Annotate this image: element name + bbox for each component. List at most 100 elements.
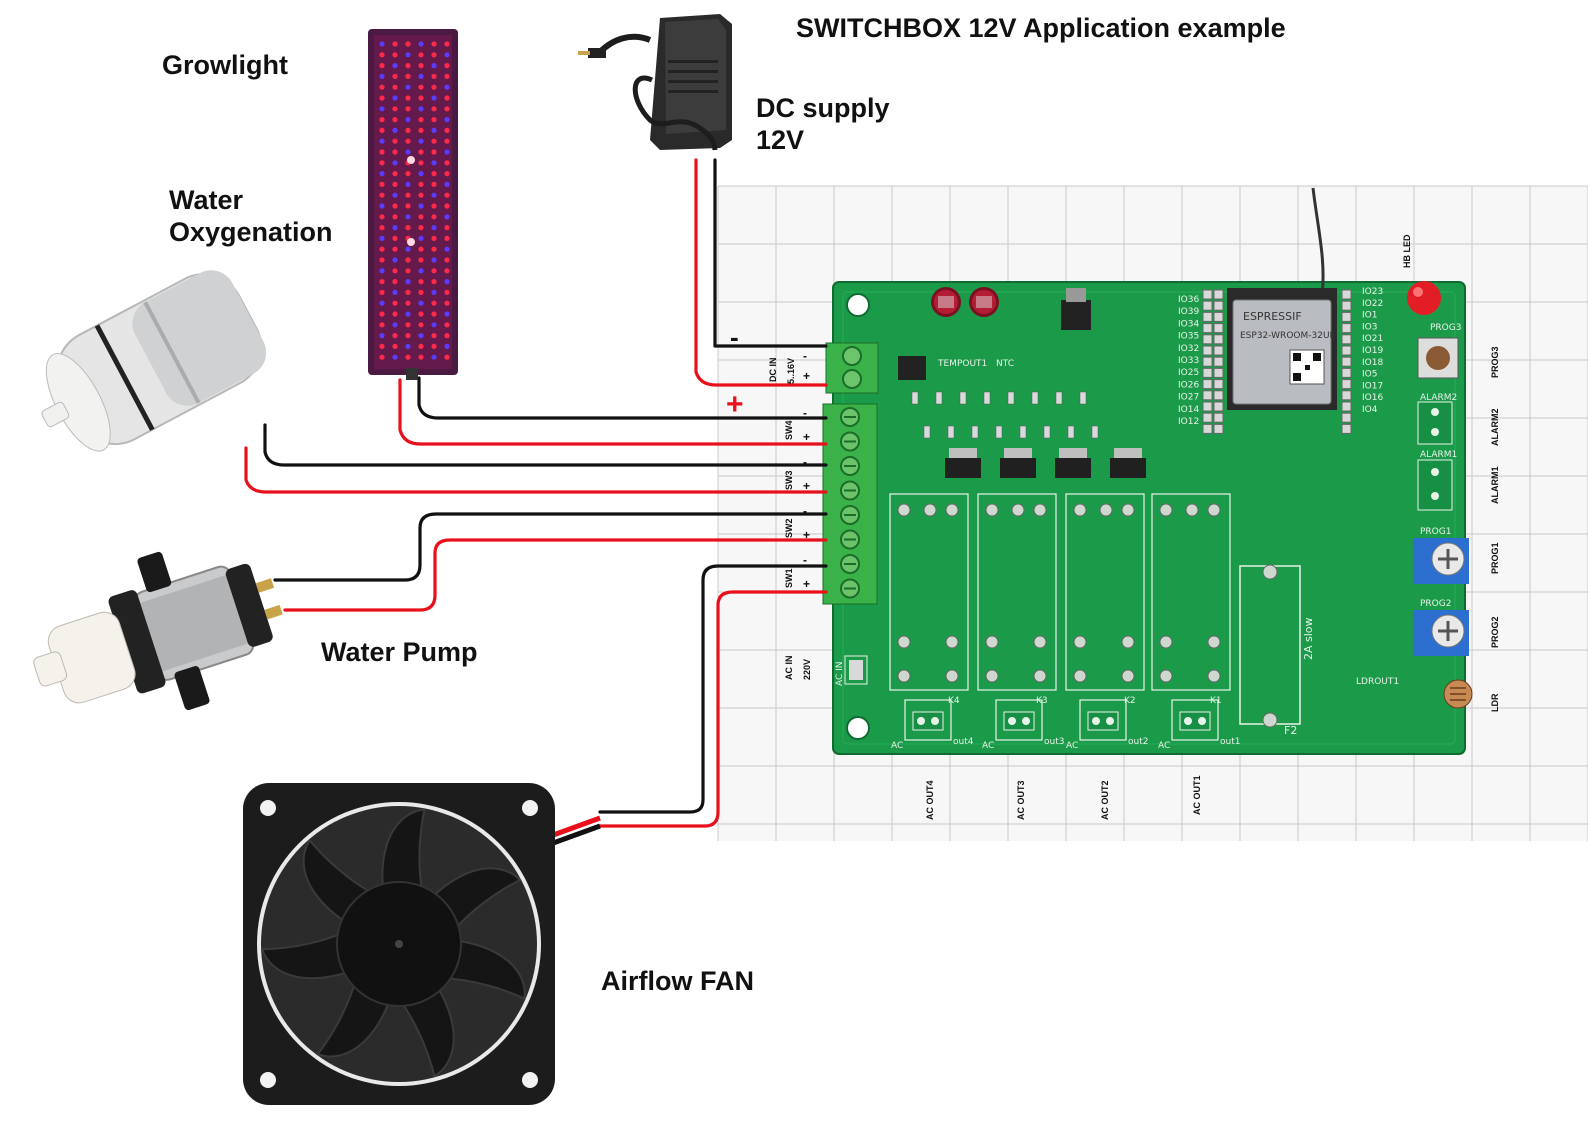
relay-outline (1151, 493, 1231, 691)
header-pin (1202, 367, 1213, 378)
grow-led (405, 300, 411, 306)
header-pin (1341, 423, 1352, 434)
grow-led (418, 73, 424, 79)
label-prog3-onboard: PROG3 (1430, 323, 1461, 333)
header-pin (1213, 289, 1224, 300)
fuse-label: 2A slow (1302, 617, 1315, 660)
label-tempout: TEMPOUT1 (937, 359, 987, 369)
smd-resistor (995, 425, 1003, 439)
header-pin (1202, 323, 1213, 334)
grow-led (444, 235, 450, 241)
grow-led (405, 95, 411, 101)
relay-pad (1073, 503, 1087, 517)
relay-pad (985, 669, 999, 683)
dc-in-label: DC IN (768, 358, 778, 383)
grow-led (444, 354, 450, 360)
grow-led (405, 127, 411, 133)
relay-pad (945, 635, 959, 649)
smd-resistor (923, 425, 931, 439)
relay-pad (1121, 635, 1135, 649)
grow-led (418, 171, 424, 177)
grow-led (431, 171, 437, 177)
module-brand: ESPRESSIF (1243, 310, 1302, 323)
header-pin (1341, 390, 1352, 401)
io-label-left: IO14 (1178, 405, 1199, 415)
polarity-mark: - (803, 504, 807, 518)
smd-resistor (1079, 391, 1087, 405)
grow-led (444, 225, 450, 231)
grow-led (431, 289, 437, 295)
grow-led (444, 52, 450, 58)
grow-led (392, 127, 398, 133)
relay-ref: K1 (1210, 696, 1222, 706)
relay-pad (985, 635, 999, 649)
hb-led (1407, 281, 1441, 315)
grow-led (444, 127, 450, 133)
smd-resistor (935, 391, 943, 405)
grow-led (392, 333, 398, 339)
air-pump-negative-wire (263, 423, 828, 467)
grow-led (379, 73, 385, 79)
io-label-right: IO5 (1362, 370, 1377, 380)
grow-led (444, 160, 450, 166)
sw-terminal-block (822, 403, 878, 605)
io-label-right: IO21 (1362, 334, 1383, 344)
grow-led (418, 246, 424, 252)
grow-led (431, 138, 437, 144)
prog3-label: PROG3 (1490, 346, 1500, 378)
grow-led (379, 203, 385, 209)
grow-led (405, 52, 411, 58)
grow-led (418, 138, 424, 144)
polarity-mark: - (803, 349, 807, 363)
relay-pad (985, 503, 999, 517)
dc-supply-negative-wire (713, 158, 828, 348)
polarity-mark: - (803, 553, 807, 567)
grow-led (418, 149, 424, 155)
grow-led (431, 268, 437, 274)
grow-led (418, 160, 424, 166)
grow-led (392, 246, 398, 252)
grow-led (405, 171, 411, 177)
grow-led (444, 246, 450, 252)
io-label-right: IO3 (1362, 322, 1377, 332)
grow-led (379, 268, 385, 274)
io-label-right: IO16 (1362, 393, 1383, 403)
grow-led (379, 127, 385, 133)
mosfet-tab (949, 448, 977, 458)
ac-term-label: AC (891, 741, 903, 751)
grow-led (418, 52, 424, 58)
label-water-oxygenation-1: Water (169, 185, 244, 215)
relay-pad (1207, 669, 1221, 683)
antenna-cable (1311, 187, 1325, 297)
dc-minus-marker: - (730, 322, 739, 352)
header-pin (1213, 323, 1224, 334)
prog1-label: PROG1 (1490, 542, 1500, 574)
header-pin (1202, 412, 1213, 423)
grow-led (379, 300, 385, 306)
grow-led (405, 192, 411, 198)
grow-led (379, 354, 385, 360)
grow-led (379, 246, 385, 252)
mosfet-tab (1114, 448, 1142, 458)
relay-pad (945, 669, 959, 683)
relay-ref: K4 (948, 696, 960, 706)
mosfet-tab (1059, 448, 1087, 458)
relay-pad (1185, 503, 1199, 517)
relay-pad (1011, 503, 1025, 517)
header-pin (1202, 401, 1213, 412)
relay-pad (1099, 503, 1113, 517)
grow-led (392, 52, 398, 58)
grow-led (418, 95, 424, 101)
grow-led (418, 257, 424, 263)
mosfet (1000, 458, 1036, 478)
relay-pad (1033, 669, 1047, 683)
ac-in-terminal (844, 655, 868, 685)
water-pump-negative-wire (273, 512, 828, 582)
grow-led (405, 257, 411, 263)
ac-out-block (1079, 699, 1127, 741)
grow-led (392, 149, 398, 155)
ac-out-block (1171, 699, 1219, 741)
header-pin (1341, 401, 1352, 412)
